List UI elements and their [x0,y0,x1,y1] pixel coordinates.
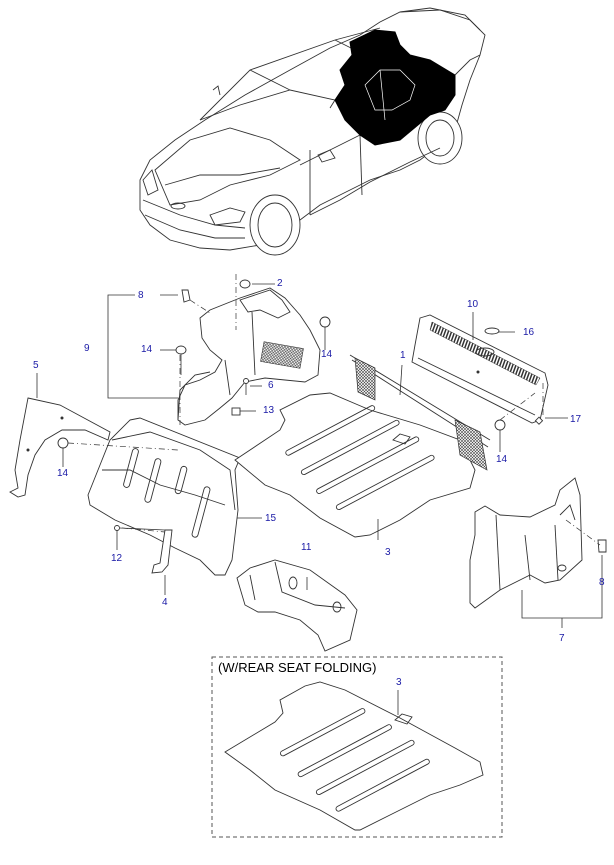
fastener-14-c [57,437,69,449]
callout-12: 12 [111,553,123,564]
callout-14-c: 14 [57,468,69,479]
callout-16: 16 [523,327,535,338]
cap-2 [239,279,251,289]
callout-2: 2 [277,278,283,289]
inset-rear-seat-folding: (W/REAR SEAT FOLDING) [211,656,503,838]
callout-15: 15 [265,513,277,524]
clip-8-left [181,289,191,303]
callout-17: 17 [570,414,582,425]
part-15-partition [87,417,241,576]
callout-9: 9 [84,343,90,354]
fastener-14-b [319,316,331,328]
part-9-left-trunk-trim [177,287,321,426]
callout-5: 5 [33,360,39,371]
bolt-12 [114,525,120,531]
callout-3-folding: 3 [396,677,402,688]
part-1-luggage-net [349,354,491,471]
part-10-transverse-trim [411,314,549,424]
callout-labels: 1 2 3 3 4 5 6 7 8 8 9 10 11 12 13 14 14 … [33,278,605,688]
badge-16 [484,327,500,335]
part-5-side-trim [9,397,111,498]
part-11-tray [236,559,358,652]
inset-title: (W/REAR SEAT FOLDING) [218,660,376,675]
fastener-14-d [494,419,506,431]
callout-14-b: 14 [321,349,333,360]
callout-8-left: 8 [138,290,144,301]
callout-1: 1 [400,350,406,361]
callout-4: 4 [162,597,168,608]
callout-13: 13 [263,405,275,416]
callout-14-a: 14 [141,344,153,355]
nut-13 [231,407,241,416]
inset-border [211,656,503,838]
callout-11: 11 [301,542,312,553]
callout-10: 10 [467,299,479,310]
part-3-luggage-floor [234,392,476,538]
part-7-right-trunk-trim [469,477,583,609]
clip-8-right [597,539,607,553]
callout-7: 7 [559,633,565,644]
leader-lines [36,283,603,715]
fastener-17 [534,416,544,425]
alignment-lines [67,274,601,546]
car-illustration [139,7,486,256]
callout-14-d: 14 [496,454,508,465]
callout-3: 3 [385,547,391,558]
callout-8-right: 8 [599,577,605,588]
fastener-14-a [175,345,187,355]
part-4-bracket [151,529,173,574]
callout-6: 6 [268,380,274,391]
